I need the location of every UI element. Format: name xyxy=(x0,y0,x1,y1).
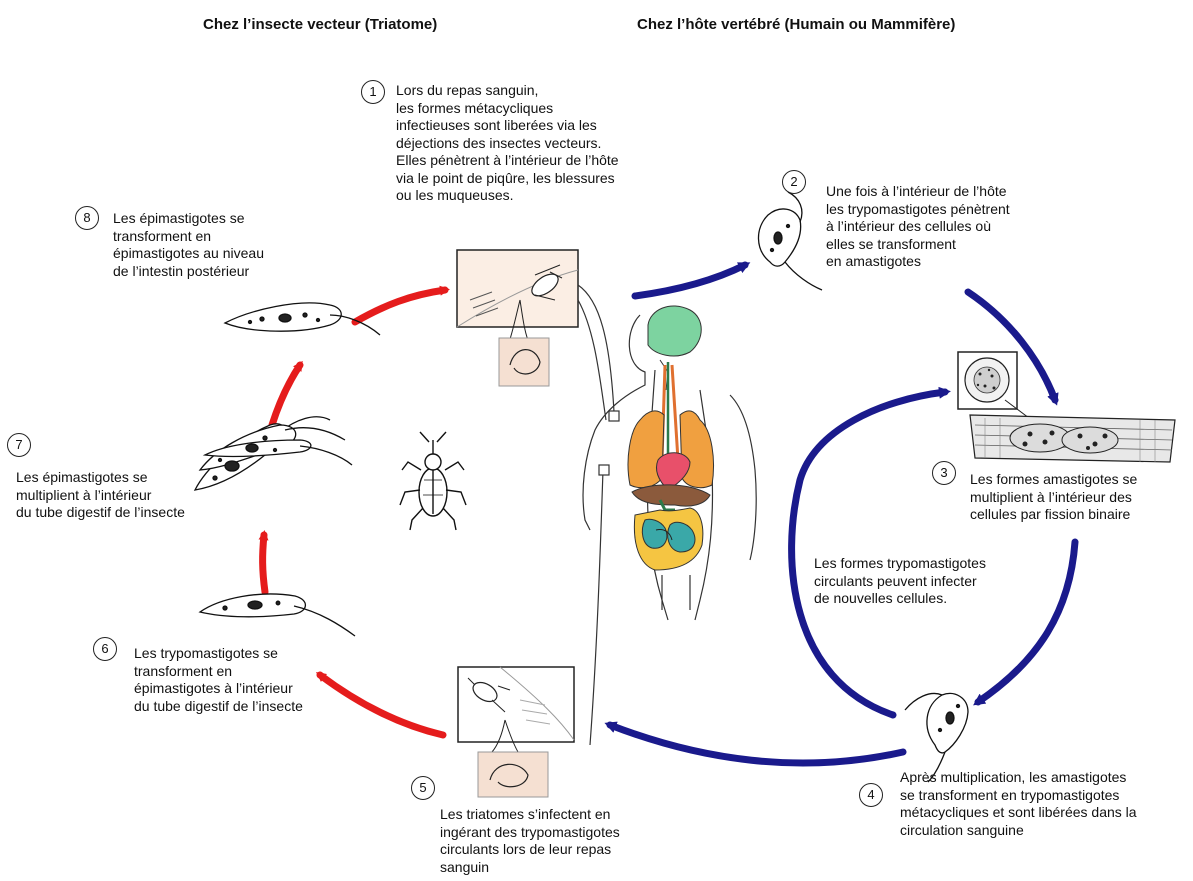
step-text-3: Les formes amastigotes se multiplient à … xyxy=(970,471,1137,524)
bite-inset-top xyxy=(457,250,578,386)
epimastigote-stage-7 xyxy=(195,417,352,490)
human-body-illustration xyxy=(583,306,756,620)
step-text-2: Une fois à l’intérieur de l’hôte les try… xyxy=(826,183,1010,271)
step-text-8: Les épimastigotes se transforment en épi… xyxy=(113,210,264,280)
step-text-1: Lors du repas sanguin, les formes métacy… xyxy=(396,82,619,205)
step-number-6: 6 xyxy=(93,637,117,661)
step-number-5: 5 xyxy=(411,776,435,800)
arrow-5-to-6 xyxy=(320,675,443,735)
arrow-4-to-5 xyxy=(610,725,903,763)
step-text-5: Les triatomes s’infectent en ingérant de… xyxy=(440,806,620,876)
step-number-3: 3 xyxy=(932,461,956,485)
step-number-8: 8 xyxy=(75,206,99,230)
arrow-4-to-3-loop xyxy=(792,392,945,715)
step-number-4: 4 xyxy=(859,783,883,807)
arrow-7-to-8 xyxy=(272,365,300,425)
arrow-8-to-1 xyxy=(355,290,445,322)
step-number-7: 7 xyxy=(7,433,31,457)
muscle-tissue-with-amastigotes xyxy=(970,415,1175,462)
trypomastigote-stage-2 xyxy=(758,192,822,290)
arrow-6-to-7 xyxy=(263,535,265,592)
arrow-1-to-2 xyxy=(635,265,745,296)
step-number-1: 1 xyxy=(361,80,385,104)
triatome-bug-illustration xyxy=(400,432,466,530)
arrow-3-to-4 xyxy=(978,542,1075,702)
step-number-2: 2 xyxy=(782,170,806,194)
step-text-6: Les trypomastigotes se transforment en é… xyxy=(134,645,303,715)
step-text-4: Après multiplication, les amastigotes se… xyxy=(900,769,1137,839)
trypomastigote-stage-6 xyxy=(200,594,355,636)
reinfection-note: Les formes trypomastigotes circulants pe… xyxy=(814,555,986,608)
step-text-7: Les épimastigotes se multiplient à l’int… xyxy=(16,469,185,522)
bite-inset-bottom xyxy=(458,667,574,797)
